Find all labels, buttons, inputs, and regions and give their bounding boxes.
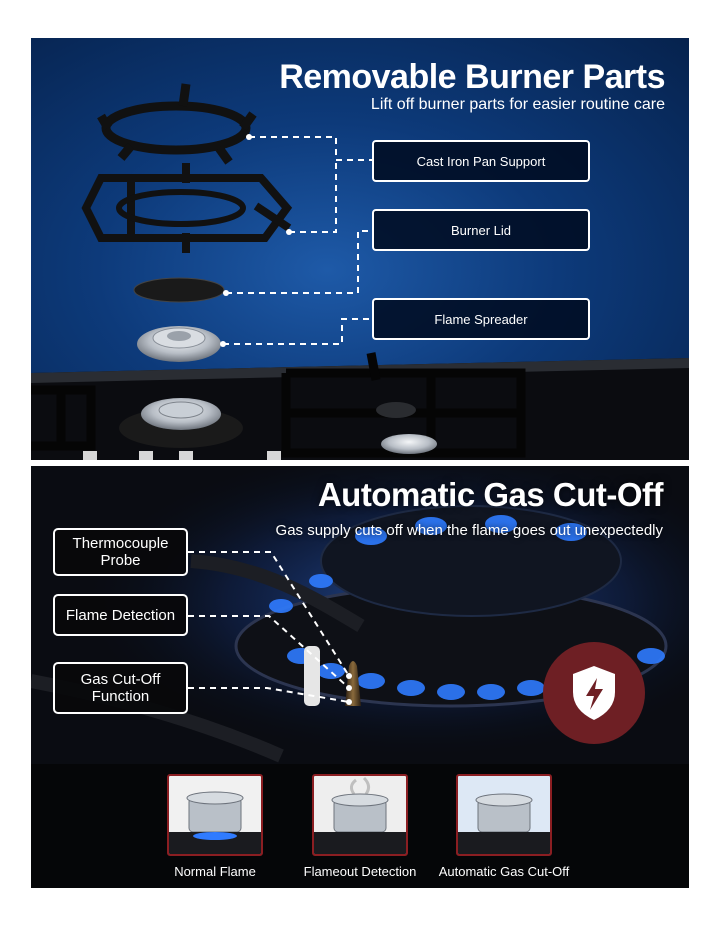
flame-spreader: [137, 326, 221, 362]
burner-lid: [133, 277, 225, 303]
pot-flameout-image: [314, 776, 406, 854]
pot-normal-flame-image: [169, 776, 261, 854]
removable-parts-panel: Removable Burner Parts Lift off burner p…: [31, 38, 689, 460]
gas-cutoff-panel: Automatic Gas Cut-Off Gas supply cuts of…: [31, 466, 689, 888]
label-cast-iron-pan-support: Cast Iron Pan Support: [372, 140, 590, 182]
feature-flame-detection: Flame Detection: [53, 594, 188, 636]
caption-normal-flame: Normal Flame: [174, 864, 256, 879]
thumbnail-automatic-cutoff: [456, 774, 552, 856]
section-title: Removable Burner Parts: [279, 58, 665, 96]
pot-cutoff-image: [458, 776, 550, 854]
feature-gas-cutoff-function: Gas Cut-Off Function: [53, 662, 188, 714]
square-grate: [81, 163, 293, 253]
round-pan-support: [97, 83, 257, 165]
label-flame-spreader: Flame Spreader: [372, 298, 590, 340]
feature-thermocouple-probe: Thermocouple Probe: [53, 528, 188, 576]
label-burner-lid: Burner Lid: [372, 209, 590, 251]
thumbnail-normal-flame: [167, 774, 263, 856]
burner-parts-illustration: [31, 83, 689, 460]
shield-lightning-icon: [573, 666, 615, 720]
caption-flameout-detection: Flameout Detection: [303, 864, 417, 879]
section-subtitle: Lift off burner parts for easier routine…: [370, 96, 665, 113]
thumbnail-flameout-detection: [312, 774, 408, 856]
flame-states-strip: Normal Flame Flameout Detection Automati…: [31, 764, 689, 888]
section-title: Automatic Gas Cut-Off: [317, 476, 664, 513]
section-subtitle: Gas supply cuts off when the flame goes …: [275, 522, 663, 539]
caption-automatic-cutoff: Automatic Gas Cut-Off: [438, 864, 570, 879]
shield-badge: [543, 642, 645, 744]
